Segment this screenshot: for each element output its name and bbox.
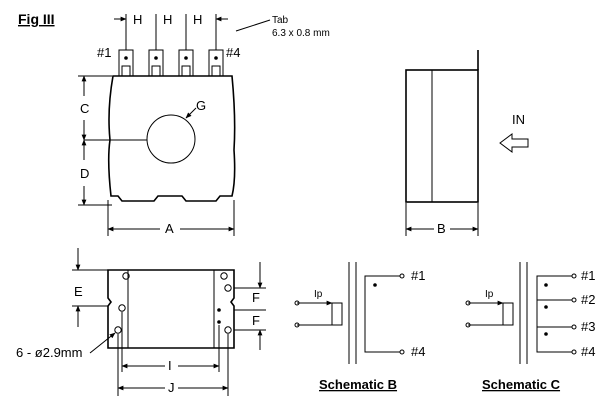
direction-label-in: IN <box>512 112 525 127</box>
pin-label-4: #4 <box>226 45 240 60</box>
terminal-tabs <box>118 49 224 77</box>
core-window-g <box>146 114 196 164</box>
dim-label-e: E <box>74 284 83 299</box>
figure-title: Fig III <box>18 11 55 27</box>
schematic-c-pin-4: #4 <box>581 344 595 359</box>
schematic-c-title: Schematic C <box>482 377 561 392</box>
mount-hole <box>118 304 126 312</box>
schematic-b: Ip #1 #4 Schematic B <box>294 262 425 392</box>
dim-label-a: A <box>165 221 174 236</box>
mount-hole <box>220 272 228 280</box>
hole-callout: 6 - ø2.9mm <box>16 345 82 360</box>
dim-label-h-3: H <box>193 12 202 27</box>
pin-label-1: #1 <box>97 45 111 60</box>
schematic-b-title: Schematic B <box>319 377 397 392</box>
transformer-body-side <box>405 69 479 203</box>
dim-label-f-2: F <box>252 313 260 328</box>
direction-arrow-icon <box>499 133 529 153</box>
current-label-c: Ip <box>485 289 494 300</box>
mount-hole <box>114 326 122 334</box>
schematic-c: Ip #1 #2 #3 #4 Schematic C <box>465 262 595 392</box>
schematic-c-pin-1: #1 <box>581 268 595 283</box>
front-view: G H H H Tab 6.3 x 0.8 mm #1 #4 C D A <box>78 12 330 236</box>
dim-label-f-1: F <box>252 290 260 305</box>
current-label-b: Ip <box>314 289 323 300</box>
dim-label-j: J <box>168 380 175 395</box>
schematic-b-pin-1: #1 <box>411 268 425 283</box>
dim-label-c: C <box>80 101 89 116</box>
dim-label-i: I <box>168 358 172 373</box>
schematic-c-pin-3: #3 <box>581 319 595 334</box>
tab-note-size: 6.3 x 0.8 mm <box>272 28 330 39</box>
schematic-b-pin-4: #4 <box>411 344 425 359</box>
transformer-body-front <box>107 75 236 202</box>
dim-label-b: B <box>437 221 446 236</box>
dim-label-g: G <box>196 98 206 113</box>
dim-label-d: D <box>80 166 89 181</box>
mount-hole <box>224 326 232 334</box>
dim-label-h-1: H <box>133 12 142 27</box>
dim-label-h-2: H <box>163 12 172 27</box>
mount-hole <box>122 272 130 280</box>
transformer-body-bottom <box>107 269 235 349</box>
mount-hole <box>224 284 232 292</box>
tab-note-title: Tab <box>272 15 289 26</box>
side-view: B IN <box>405 50 529 236</box>
bottom-view: E F F I J 6 - ø2.9mm <box>16 248 266 396</box>
schematic-c-pin-2: #2 <box>581 292 595 307</box>
